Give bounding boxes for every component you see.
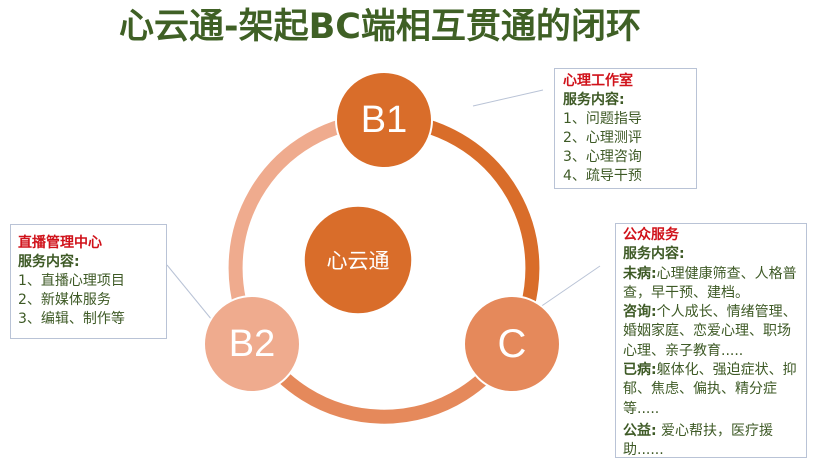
b2-heading: 直播管理中心: [18, 235, 102, 251]
node-center: [303, 205, 413, 315]
b1-heading: 心理工作室: [563, 73, 633, 89]
node-c-label: C: [497, 322, 527, 366]
c-info-box: 公众服务 服务内容: 未病:心理健康筛查、人格普查，早干预、建档。 咨询:个人成…: [615, 223, 807, 458]
c-section-zixun: 咨询:个人成长、情绪管理、婚姻家庭、恋爱心理、职场心理、亲子教育.....: [623, 303, 802, 361]
connector-b2: [166, 264, 213, 321]
b2-item: 2、新媒体服务: [18, 292, 111, 308]
node-center-label: 心云通: [326, 249, 390, 273]
b1-item: 3、心理咨询: [563, 149, 642, 165]
page-title: 心云通-架起BC端相互贯通的闭环: [119, 7, 641, 47]
b2-item: 3、编辑、制作等: [18, 311, 125, 327]
node-b1: [335, 71, 433, 169]
node-b1-label: B1: [360, 99, 408, 141]
c-section-label: 已病:: [623, 362, 657, 379]
b2-info-box: 直播管理中心 服务内容: 1、直播心理项目 2、新媒体服务 3、编辑、制作等: [10, 224, 167, 339]
c-heading: 公众服务: [623, 227, 679, 243]
c-section-text: 个人成长、情绪管理、婚姻家庭、恋爱心理、职场心理、亲子教育.....: [623, 304, 797, 359]
node-c: [463, 295, 561, 393]
c-section-yibing: 已病:躯体化、强迫症状、抑郁、焦虑、偏执、精分症等.....: [623, 361, 802, 419]
b1-info-box: 心理工作室 服务内容: 1、问题指导 2、心理测评 3、心理咨询 4、疏导干预: [554, 68, 697, 189]
c-section-label: 未病:: [623, 265, 657, 282]
b1-item: 1、问题指导: [563, 111, 642, 127]
b1-subheading: 服务内容:: [563, 92, 625, 108]
node-b2-label: B2: [228, 323, 276, 365]
b2-item: 1、直播心理项目: [18, 273, 125, 289]
node-b2: [203, 295, 301, 393]
c-section-text: 躯体化、强迫症状、抑郁、焦虑、偏执、精分症等.....: [623, 362, 797, 417]
c-section-text: 爱心帮扶，医疗援助......: [623, 422, 774, 459]
c-section-label: 咨询:: [623, 304, 657, 321]
c-section-text: 心理健康筛查、人格普查，早干预、建档。: [623, 265, 797, 301]
b2-subheading: 服务内容:: [18, 254, 80, 270]
c-subheading: 服务内容:: [623, 246, 685, 263]
b1-item: 2、心理测评: [563, 130, 642, 146]
c-section-weibing: 未病:心理健康筛查、人格普查，早干预、建档。: [623, 265, 802, 304]
connector-b1: [472, 89, 544, 107]
b1-item: 4、疏导干预: [563, 168, 642, 184]
c-section-gongyi: 公益: 爱心帮扶，医疗援助......: [623, 422, 802, 461]
c-section-label: 公益:: [623, 422, 657, 439]
